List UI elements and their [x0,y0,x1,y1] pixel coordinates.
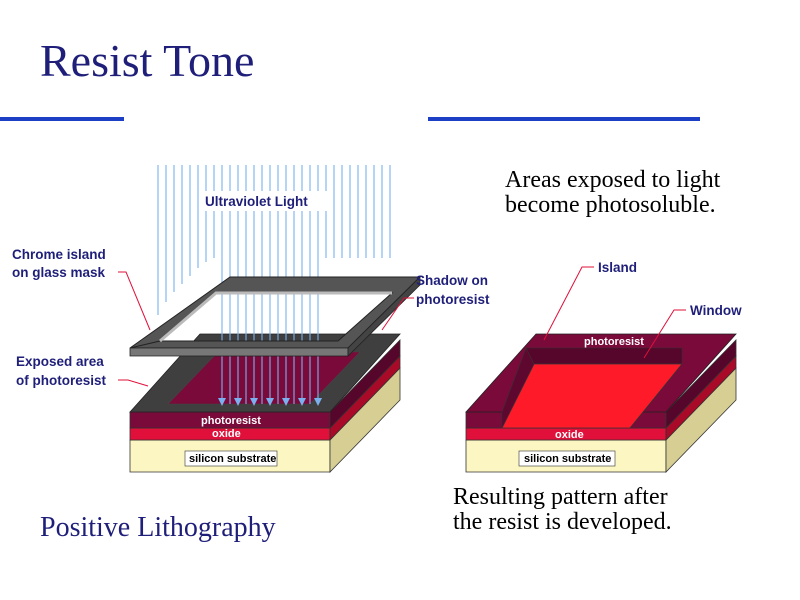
window-leader [643,309,686,359]
exposed-leader [118,379,149,387]
caption-bottom: Resulting pattern after the resist is de… [453,485,672,535]
shadow-label-line-1: Shadow on [416,273,488,288]
left-oxide-label: oxide [212,428,241,440]
shadow-leader [381,297,414,331]
uv-arrowheads [218,398,322,406]
mask-label-line-2: on glass mask [12,265,106,280]
caption-bottom-line-1: Resulting pattern after [453,484,668,510]
subtitle: Positive Lithography [40,512,276,543]
uv-label-bg [200,191,330,211]
right-window-inner-wall [525,347,683,365]
window-label: Window [690,303,742,318]
island-leader [543,266,594,341]
left-substrate-label: silicon substrate [189,453,276,465]
right-substrate-label: silicon substrate [524,453,611,465]
title-rule-right [428,117,700,121]
chrome-mask-front-edge [129,347,349,357]
caption-bottom-line-2: the resist is developed. [453,509,672,535]
mask-label-line-1: Chrome island [12,247,106,262]
caption-top: Areas exposed to light become photosolub… [505,168,720,218]
chrome-mask-side-edge [347,276,421,357]
exposed-label-line-1: Exposed area [16,354,104,369]
left-photoresist-side [329,339,401,429]
caption-top-line-1: Areas exposed to light [505,167,721,193]
exposed-label-line-2: of photoresist [16,373,107,388]
left-photoresist-label: photoresist [201,415,261,427]
right-photoresist-label: photoresist [584,336,644,348]
caption-top-line-2: become photosoluble. [505,192,716,218]
right-photoresist-side [665,339,737,429]
shadow-label-line-2: photoresist [416,292,490,307]
page-title: Resist Tone [40,35,255,86]
left-substrate-label-bg [184,450,278,467]
right-substrate-label-bg [518,450,616,467]
left-diagram: Ultraviolet Light Chrome island on glass… [12,165,490,473]
right-oxide-label: oxide [555,429,584,441]
chrome-mask-inner-edge [159,291,392,343]
mask-leader [118,271,151,331]
right-photoresist-front [465,411,503,429]
right-diagram: Island Window photoresist oxide silicon … [465,260,742,473]
right-window-left-wall [501,347,535,429]
left-photoresist-shadow [167,351,361,405]
island-label: Island [598,260,637,275]
title-rule-left [0,117,124,121]
uv-label: Ultraviolet Light [205,194,308,209]
